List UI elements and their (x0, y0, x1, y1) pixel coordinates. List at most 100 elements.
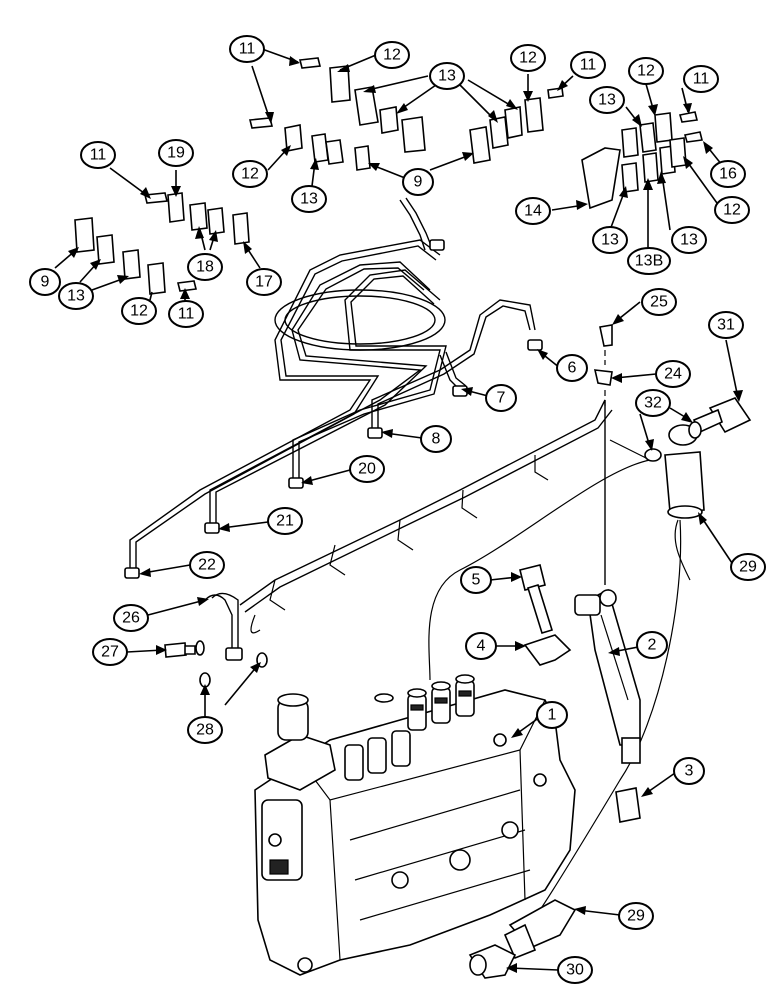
callout-9: 9 (29, 268, 61, 296)
callout-8: 8 (420, 425, 452, 453)
callout-29: 29 (730, 553, 766, 581)
injection-pump (254, 674, 576, 976)
callout-7: 7 (485, 384, 517, 412)
callout-13B: 13B (627, 247, 671, 275)
svg-text:13: 13 (438, 68, 456, 85)
svg-text:5: 5 (472, 572, 481, 589)
svg-text:12: 12 (383, 47, 401, 64)
svg-text:12: 12 (723, 202, 741, 219)
callout-14: 14 (515, 197, 551, 225)
svg-text:11: 11 (239, 41, 256, 58)
callout-13: 13 (671, 226, 707, 254)
callout-11: 11 (570, 51, 606, 79)
callout-11: 11 (80, 141, 116, 169)
callout-2: 2 (636, 631, 668, 659)
leak-off-fittings (164, 640, 268, 688)
callout-9: 9 (402, 168, 434, 196)
svg-text:13: 13 (67, 288, 85, 305)
svg-text:7: 7 (497, 390, 506, 407)
svg-text:6: 6 (568, 360, 577, 377)
svg-text:18: 18 (196, 259, 214, 276)
callout-12: 12 (628, 57, 664, 85)
fuel-line-bundle (124, 197, 543, 579)
callout-17: 17 (246, 268, 282, 296)
injector (574, 420, 641, 764)
svg-text:11: 11 (90, 147, 107, 164)
callout-13: 13 (429, 62, 465, 90)
callout-22: 22 (189, 551, 225, 579)
callout-3: 3 (673, 757, 705, 785)
callout-12: 12 (232, 160, 268, 188)
callout-13: 13 (291, 185, 327, 213)
svg-text:14: 14 (524, 203, 542, 220)
svg-text:22: 22 (198, 557, 216, 574)
callout-11: 11 (683, 65, 719, 93)
clip (593, 369, 613, 386)
svg-text:32: 32 (644, 395, 662, 412)
clamp-parts (74, 57, 703, 295)
svg-text:9: 9 (41, 274, 50, 291)
svg-text:12: 12 (519, 50, 537, 67)
svg-text:13: 13 (680, 232, 698, 249)
callout-11: 11 (229, 35, 265, 63)
svg-text:4: 4 (477, 638, 486, 655)
callout-5: 5 (460, 566, 492, 594)
svg-text:25: 25 (650, 294, 668, 311)
callout-6: 6 (556, 354, 588, 382)
callout-21: 21 (267, 507, 303, 535)
callout-19: 19 (158, 139, 194, 167)
svg-text:9: 9 (414, 174, 423, 191)
sealing-washer (644, 448, 662, 462)
callout-16: 16 (710, 160, 746, 188)
svg-text:21: 21 (276, 513, 294, 530)
callout-11: 11 (168, 300, 204, 328)
svg-text:12: 12 (241, 166, 259, 183)
callout-18: 18 (187, 253, 223, 281)
return-hose (428, 459, 691, 911)
leader-lines (54, 48, 743, 973)
svg-text:19: 19 (167, 145, 185, 162)
svg-text:3: 3 (685, 763, 694, 780)
callout-13: 13 (589, 86, 625, 114)
callout-20: 20 (349, 455, 385, 483)
svg-text:30: 30 (566, 962, 584, 979)
svg-text:28: 28 (196, 722, 214, 739)
callout-31: 31 (708, 311, 744, 339)
svg-text:29: 29 (627, 908, 645, 925)
sealing-washer (688, 421, 702, 439)
callout-24: 24 (655, 360, 691, 388)
svg-text:31: 31 (717, 317, 735, 334)
callout-13: 13 (592, 226, 628, 254)
svg-text:24: 24 (664, 366, 682, 383)
capscrew (519, 564, 554, 634)
svg-text:11: 11 (580, 57, 597, 74)
svg-text:16: 16 (719, 166, 737, 183)
callout-12: 12 (121, 297, 157, 325)
callout-27: 27 (92, 638, 128, 666)
callout-26: 26 (113, 604, 149, 632)
svg-text:11: 11 (693, 71, 710, 88)
nozzle-seal (615, 787, 641, 823)
callout-29: 29 (618, 902, 654, 930)
svg-text:26: 26 (122, 610, 140, 627)
screw (599, 324, 613, 347)
callout-12: 12 (510, 44, 546, 72)
callout-32: 32 (635, 389, 671, 417)
callout-4: 4 (465, 632, 497, 660)
hold-down-clamp (523, 634, 572, 666)
callout-12: 12 (714, 196, 750, 224)
svg-text:11: 11 (178, 306, 195, 323)
svg-text:13: 13 (598, 92, 616, 109)
callout-30: 30 (557, 956, 593, 984)
banjo-fitting-upper (664, 424, 705, 519)
svg-text:13B: 13B (635, 253, 663, 270)
svg-text:12: 12 (130, 303, 148, 320)
svg-text:13: 13 (601, 232, 619, 249)
svg-text:27: 27 (101, 644, 119, 661)
callout-12: 12 (374, 41, 410, 69)
svg-text:17: 17 (255, 274, 273, 291)
svg-text:29: 29 (739, 559, 757, 576)
svg-text:20: 20 (358, 461, 376, 478)
